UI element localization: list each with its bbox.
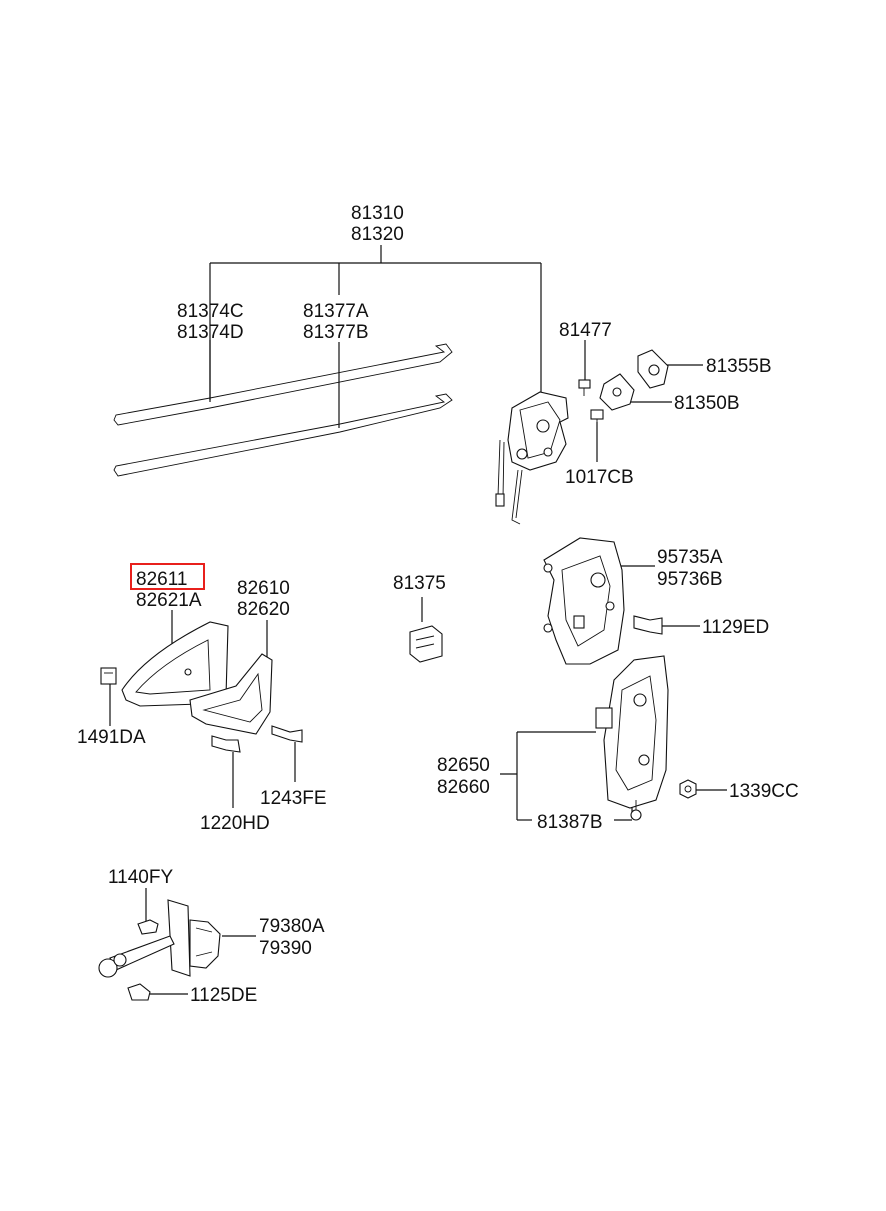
gasket-81355B: [637, 349, 669, 389]
label-95736B[interactable]: 95736B: [657, 569, 723, 590]
door-checker: [98, 899, 221, 978]
label-81477[interactable]: 81477: [559, 320, 612, 341]
label-81310[interactable]: 81310: [351, 203, 404, 224]
striker-plate-81350B: [599, 373, 635, 411]
label-95735A[interactable]: 95735A: [657, 547, 723, 568]
label-81387B[interactable]: 81387B: [537, 812, 603, 833]
label-82660[interactable]: 82660: [437, 777, 490, 798]
label-79390[interactable]: 79390: [259, 938, 312, 959]
label-1140FY[interactable]: 1140FY: [108, 867, 173, 888]
nut-1339CC: [679, 779, 697, 799]
leader-lines: [109, 245, 727, 995]
label-81355B[interactable]: 81355B: [706, 356, 772, 377]
label-81377B[interactable]: 81377B: [303, 322, 369, 343]
bolt-1140FY: [137, 919, 159, 935]
screw-1220HD: [211, 735, 241, 753]
screw-1017CB: [590, 409, 604, 424]
label-82611[interactable]: 82611: [136, 569, 187, 590]
door-lock-actuator: [543, 537, 625, 665]
outside-handle-bracket: [595, 655, 669, 809]
handle-bezel-82610: [189, 653, 273, 735]
label-1129ED[interactable]: 1129ED: [702, 617, 769, 638]
part-labels: 81310 81320 81374C 81374D 81377A 81377B …: [77, 203, 799, 1006]
label-1243FE[interactable]: 1243FE: [260, 788, 327, 809]
label-82621A[interactable]: 82621A: [136, 590, 202, 611]
label-81350B[interactable]: 81350B: [674, 393, 740, 414]
clip-1491DA: [100, 667, 117, 685]
label-82620[interactable]: 82620: [237, 599, 290, 620]
label-81375[interactable]: 81375: [393, 573, 446, 594]
door-rod-upper: [113, 343, 453, 426]
label-1220HD[interactable]: 1220HD: [200, 813, 270, 834]
screw-81477: [578, 379, 591, 396]
clip-81375: [409, 625, 443, 663]
label-82650[interactable]: 82650: [437, 755, 490, 776]
pin-81387B: [630, 800, 642, 821]
screw-1243FE: [271, 725, 303, 743]
bolt-1125DE: [127, 983, 151, 1001]
label-79380A[interactable]: 79380A: [259, 916, 325, 937]
door-latch: [495, 391, 569, 525]
bolt-1129ED: [633, 615, 663, 635]
inside-handle-82611: [121, 621, 229, 707]
label-81320[interactable]: 81320: [351, 224, 404, 245]
door-rod-lower: [113, 393, 453, 477]
label-81374C[interactable]: 81374C: [177, 301, 244, 322]
label-1017CB[interactable]: 1017CB: [565, 467, 634, 488]
label-81377A[interactable]: 81377A: [303, 301, 369, 322]
highlight-box-82611: [130, 563, 205, 590]
label-1339CC[interactable]: 1339CC: [729, 781, 799, 802]
label-82610[interactable]: 82610: [237, 578, 290, 599]
label-81374D[interactable]: 81374D: [177, 322, 244, 343]
label-1125DE[interactable]: 1125DE: [190, 985, 257, 1006]
label-1491DA[interactable]: 1491DA: [77, 727, 146, 748]
